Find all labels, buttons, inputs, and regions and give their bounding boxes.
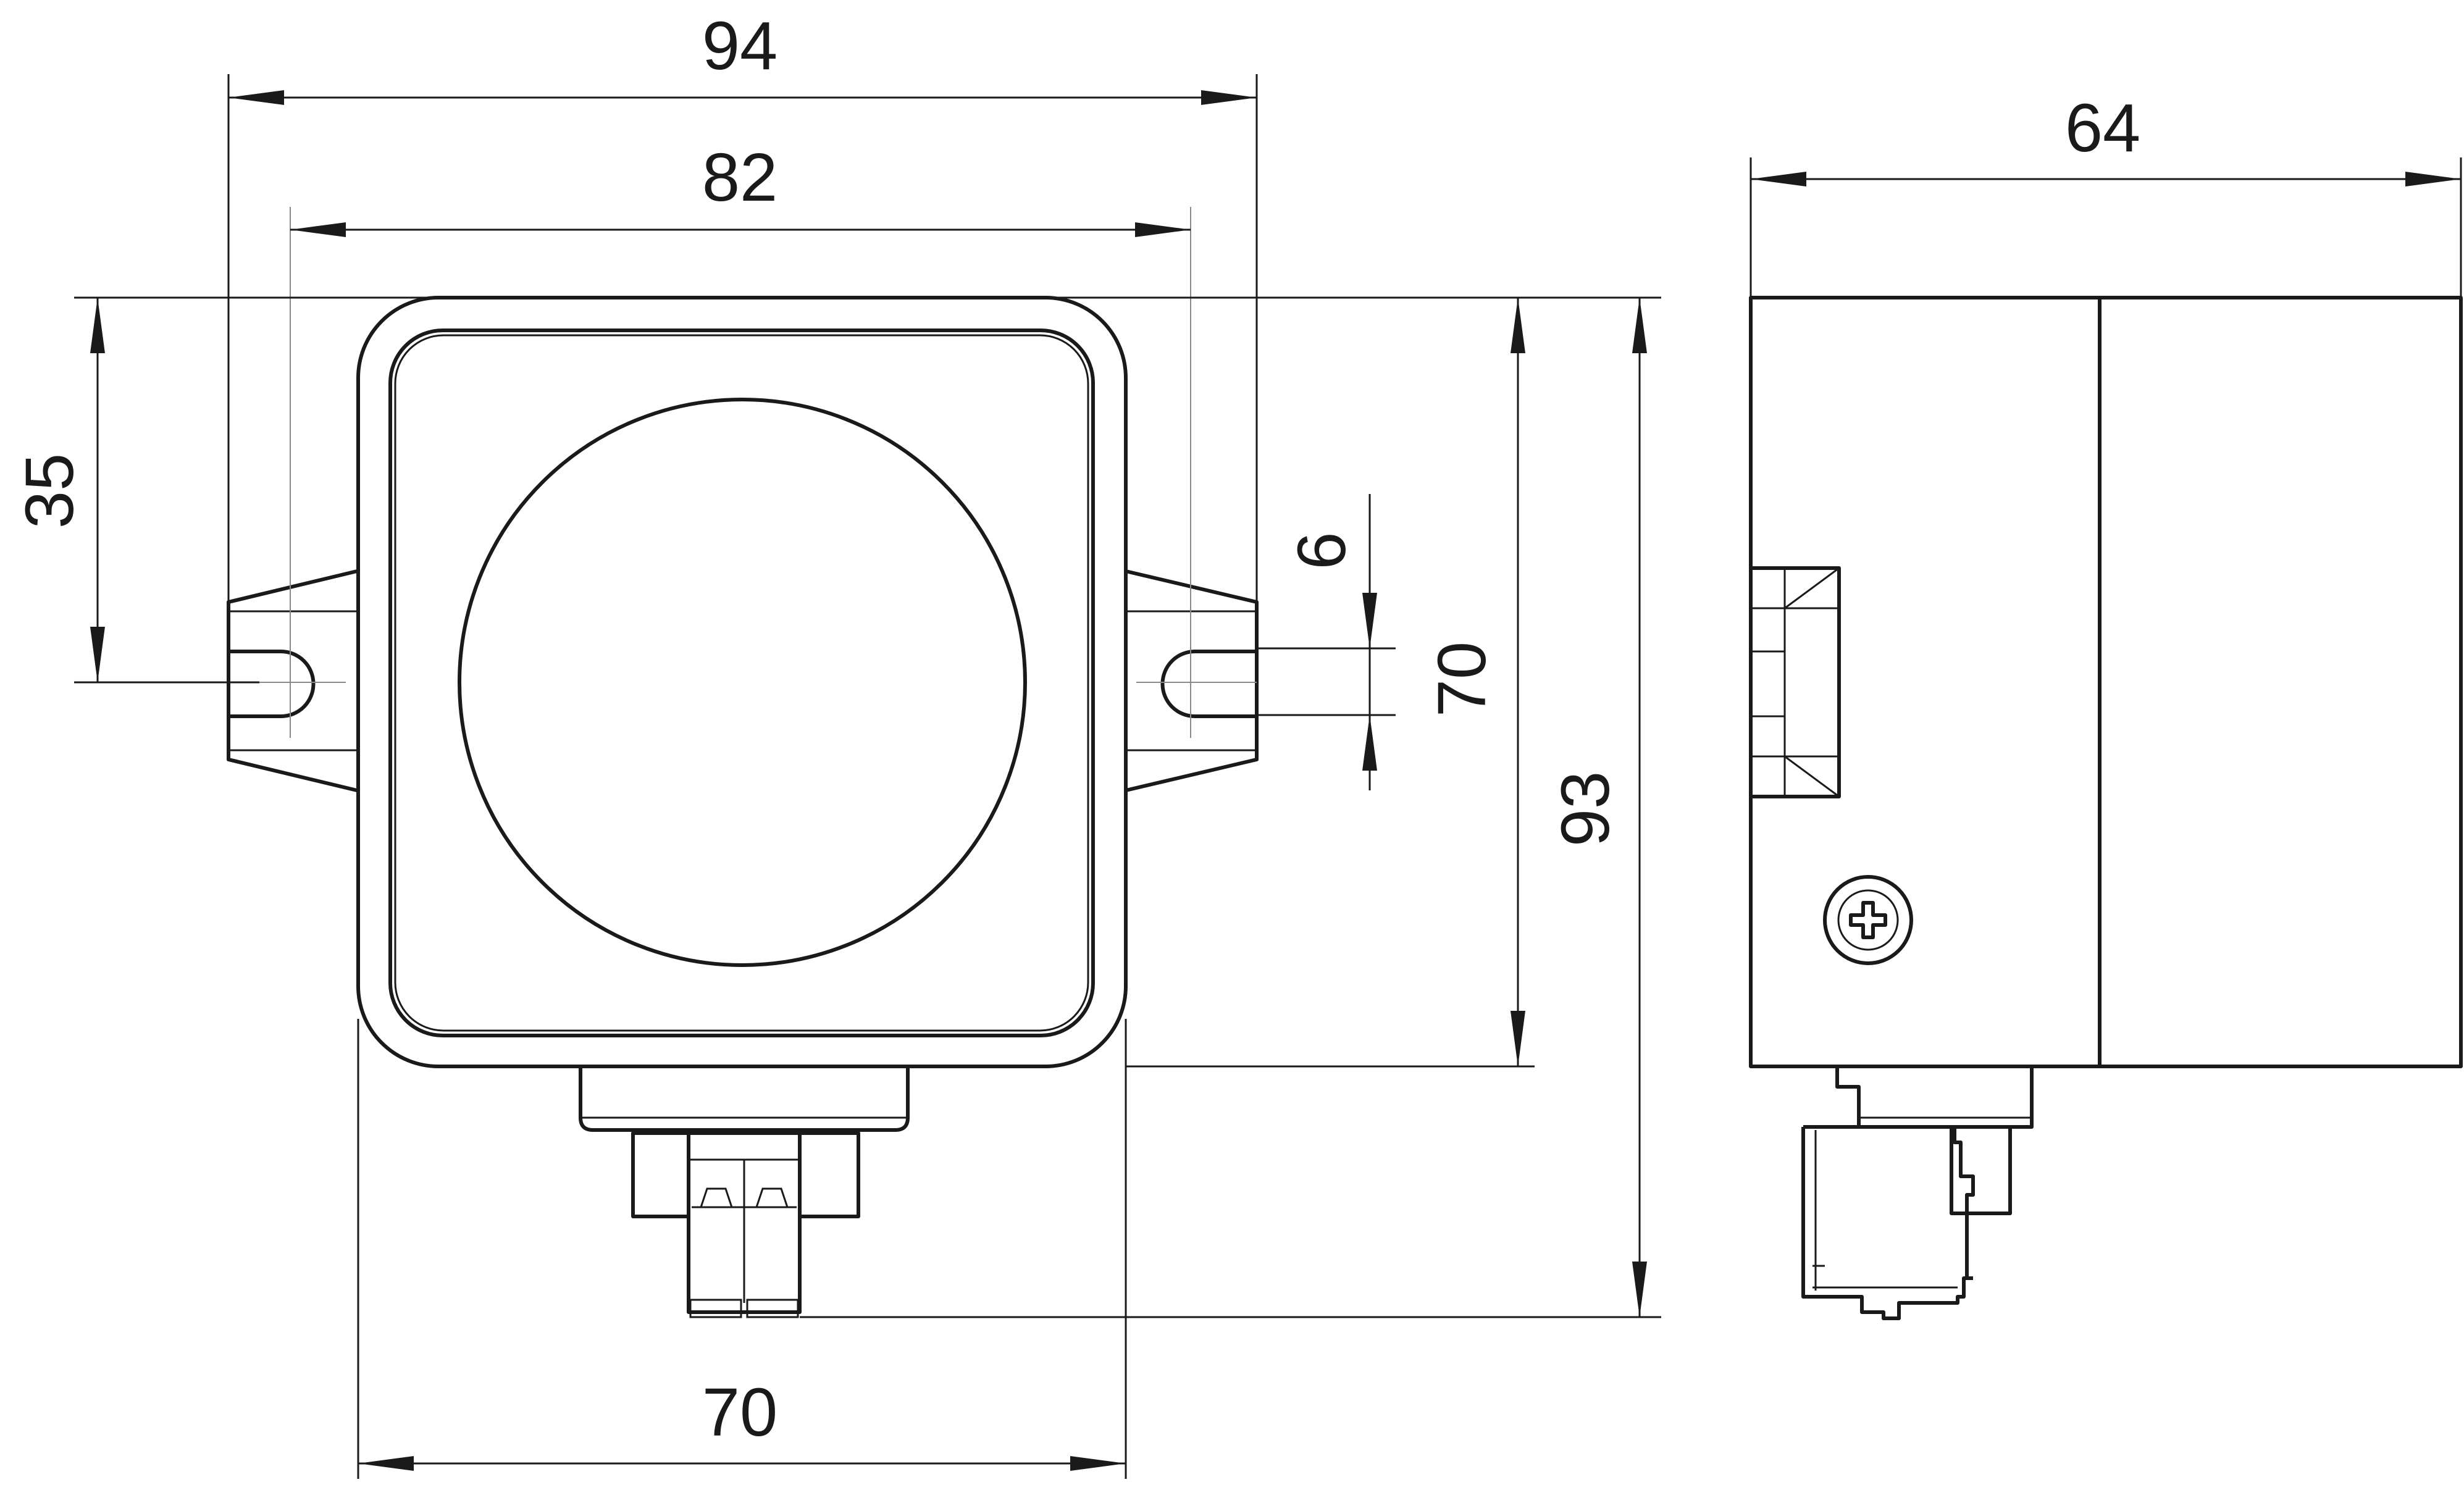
housing-inner-lip [394,334,1089,1032]
dim-label-93: 93 [1548,771,1624,847]
housing-inner-frame [388,329,1095,1037]
sensor-lens [458,398,1027,967]
dim-label-94: 94 [702,8,777,84]
side-mounting-flange [1751,566,1841,798]
dim-label-70-width: 70 [702,1375,777,1450]
dimension-lines [74,74,2462,1479]
dim-label-70-height: 70 [1424,642,1500,717]
bottom-connector-housing [579,1066,910,1132]
left-mounting-flange [227,569,358,792]
housing-outer [356,296,1128,1068]
terminal-block [631,1131,860,1318]
dim-label-64: 64 [2065,90,2140,166]
screw-icon [1823,875,1913,965]
side-body [1749,296,2463,1068]
side-connector [1801,1066,2034,1320]
side-view [1749,296,2463,1320]
dim-label-6: 6 [1284,532,1360,569]
dim-label-82: 82 [702,140,777,216]
front-view [213,207,1259,1318]
dim-label-35: 35 [12,453,88,529]
